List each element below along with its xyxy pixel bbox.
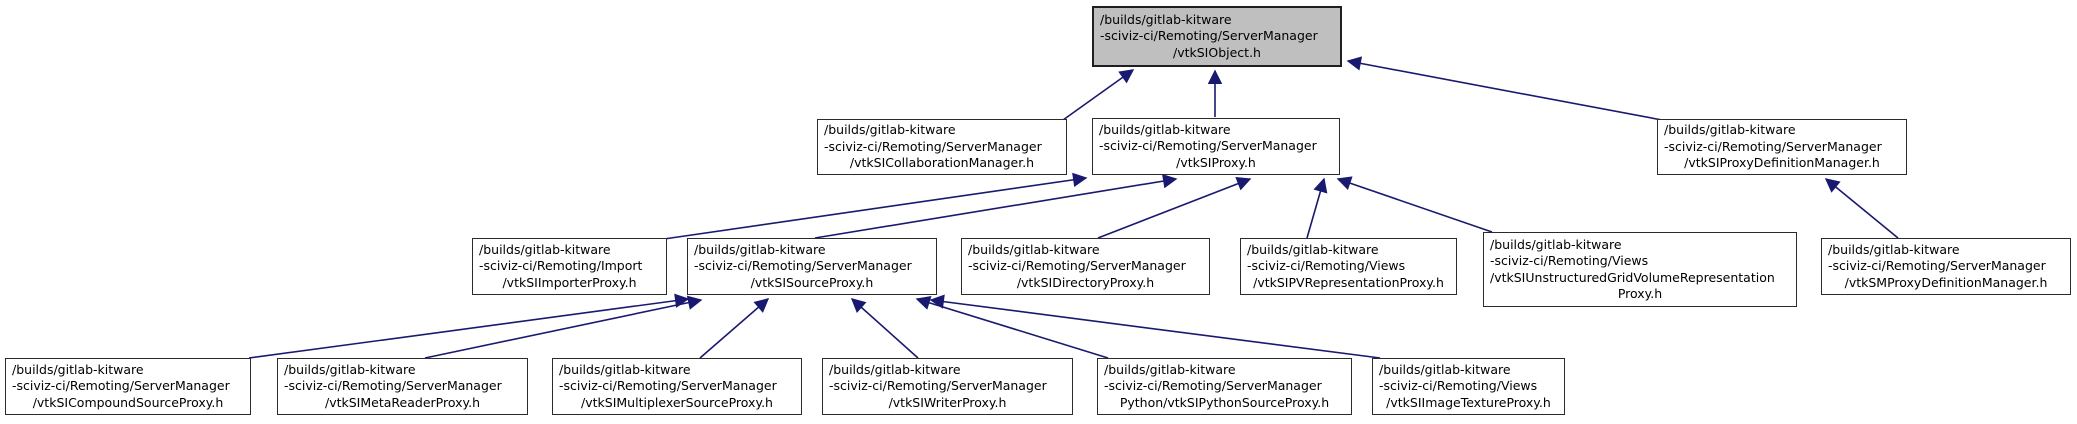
node-vtksimetareaderproxy[interactable]: /builds/gitlab-kitware -sciviz-ci/Remoti… — [277, 358, 528, 415]
node-path: /builds/gitlab-kitware -sciviz-ci/Remoti… — [12, 361, 230, 394]
node-path: /builds/gitlab-kitware -sciviz-ci/Remoti… — [968, 241, 1186, 274]
node-vtksisourceproxy[interactable]: /builds/gitlab-kitware -sciviz-ci/Remoti… — [687, 238, 937, 295]
node-path: /builds/gitlab-kitware -sciviz-ci/Remoti… — [1247, 241, 1406, 274]
node-vtksiunstructuredgridvolumerepresentationproxy[interactable]: /builds/gitlab-kitware -sciviz-ci/Remoti… — [1483, 232, 1797, 307]
node-vtksipythonsourceproxy[interactable]: /builds/gitlab-kitware -sciviz-ci/Remoti… — [1097, 358, 1352, 415]
node-vtksidirectoryproxy[interactable]: /builds/gitlab-kitware -sciviz-ci/Remoti… — [961, 238, 1210, 295]
node-path: /builds/gitlab-kitware -sciviz-ci/Remoti… — [694, 241, 912, 274]
node-file: /vtkSIImageTextureProxy.h — [1386, 394, 1551, 410]
node-path: /builds/gitlab-kitware -sciviz-ci/Remoti… — [1379, 361, 1538, 394]
node-path: /builds/gitlab-kitware -sciviz-ci/Remoti… — [1104, 361, 1322, 394]
edge-sourceproxy-to-siproxy — [814, 173, 1178, 239]
node-file: /vtkSIWriterProxy.h — [888, 394, 1007, 410]
node-file: /vtkSIDirectoryProxy.h — [1016, 274, 1155, 290]
node-path: /builds/gitlab-kitware -sciviz-ci/Remoti… — [1100, 11, 1318, 44]
edge-collaborationmanager-to-siobject — [1062, 69, 1135, 121]
node-path: /builds/gitlab-kitware -sciviz-ci/Remoti… — [1099, 121, 1317, 154]
edge-smproxydefinitionmanager-to-siproxydefinitionmanager — [1824, 178, 1899, 239]
node-vtksiimagetextureproxy[interactable]: /builds/gitlab-kitware -sciviz-ci/Remoti… — [1372, 358, 1565, 415]
node-vtksimultiplexersourceproxy[interactable]: /builds/gitlab-kitware -sciviz-ci/Remoti… — [552, 358, 802, 415]
node-file: Proxy.h — [1617, 286, 1663, 301]
node-path: /builds/gitlab-kitware -sciviz-ci/Remoti… — [1490, 236, 1775, 285]
node-file: /vtkSMProxyDefinitionManager.h — [1844, 274, 2048, 290]
node-vtksiobject[interactable]: /builds/gitlab-kitware -sciviz-ci/Remoti… — [1092, 6, 1342, 67]
edge-pvrepresentationproxy-to-siproxy — [1306, 177, 1328, 239]
node-file: /vtkSIProxy.h — [1176, 154, 1256, 170]
node-file: /vtkSIMultiplexerSourceProxy.h — [581, 394, 773, 410]
node-path: /builds/gitlab-kitware -sciviz-ci/Remoti… — [479, 241, 643, 274]
edge-multiplexersourceproxy-to-sourceproxy — [699, 298, 770, 359]
edge-imagetextureproxy-to-sourceproxy — [929, 294, 1381, 359]
node-vtksiproxydefinitionmanager[interactable]: /builds/gitlab-kitware -sciviz-ci/Remoti… — [1657, 119, 1907, 175]
edge-writerproxy-to-sourceproxy — [850, 298, 919, 359]
node-vtksiwriterproxy[interactable]: /builds/gitlab-kitware -sciviz-ci/Remoti… — [822, 358, 1073, 415]
node-path: /builds/gitlab-kitware -sciviz-ci/Remoti… — [1828, 241, 2046, 274]
node-path: /builds/gitlab-kitware -sciviz-ci/Remoti… — [559, 361, 777, 394]
node-file: /vtkSIImporterProxy.h — [502, 274, 637, 290]
node-file: /vtkSIMetaReaderProxy.h — [325, 394, 480, 410]
node-file: /vtkSISourceProxy.h — [750, 274, 874, 290]
edge-compoundsourceproxy-to-sourceproxy — [248, 293, 690, 359]
node-vtksmproxydefinitionmanager[interactable]: /builds/gitlab-kitware -sciviz-ci/Remoti… — [1821, 238, 2071, 295]
node-file: /vtkSICompoundSourceProxy.h — [32, 394, 224, 410]
node-path: /builds/gitlab-kitware -sciviz-ci/Remoti… — [824, 122, 1042, 154]
node-file: /vtkSIObject.h — [1173, 44, 1261, 60]
node-path: /builds/gitlab-kitware -sciviz-ci/Remoti… — [284, 361, 502, 394]
node-path: /builds/gitlab-kitware -sciviz-ci/Remoti… — [829, 361, 1047, 394]
edge-pythonsourceproxy-to-sourceproxy — [915, 295, 1109, 359]
edge-directoryproxy-to-siproxy — [1097, 176, 1252, 239]
node-file: Python/vtkSIPythonSourceProxy.h — [1119, 394, 1330, 410]
edge-metareaderproxy-to-sourceproxy — [424, 295, 703, 359]
edge-unstructuredgridvolume-to-siproxy — [1336, 176, 1493, 233]
node-vtksicompoundsourceproxy[interactable]: /builds/gitlab-kitware -sciviz-ci/Remoti… — [5, 358, 251, 415]
edge-importerproxy-to-siproxy — [663, 172, 1088, 240]
node-vtksipvrepresentationproxy[interactable]: /builds/gitlab-kitware -sciviz-ci/Remoti… — [1240, 238, 1457, 295]
node-file: /vtkSIPVRepresentationProxy.h — [1253, 274, 1444, 290]
edge-siproxydefinitionmanager-to-siobject — [1346, 56, 1663, 121]
node-vtksicollaborationmanager[interactable]: /builds/gitlab-kitware -sciviz-ci/Remoti… — [817, 119, 1067, 175]
node-path: /builds/gitlab-kitware -sciviz-ci/Remoti… — [1664, 122, 1882, 154]
node-file: /vtkSIProxyDefinitionManager.h — [1684, 155, 1880, 171]
node-vtksiproxy[interactable]: /builds/gitlab-kitware -sciviz-ci/Remoti… — [1092, 118, 1340, 175]
node-vtksiimporterproxy[interactable]: /builds/gitlab-kitware -sciviz-ci/Remoti… — [472, 238, 667, 295]
node-file: /vtkSICollaborationManager.h — [849, 155, 1035, 171]
